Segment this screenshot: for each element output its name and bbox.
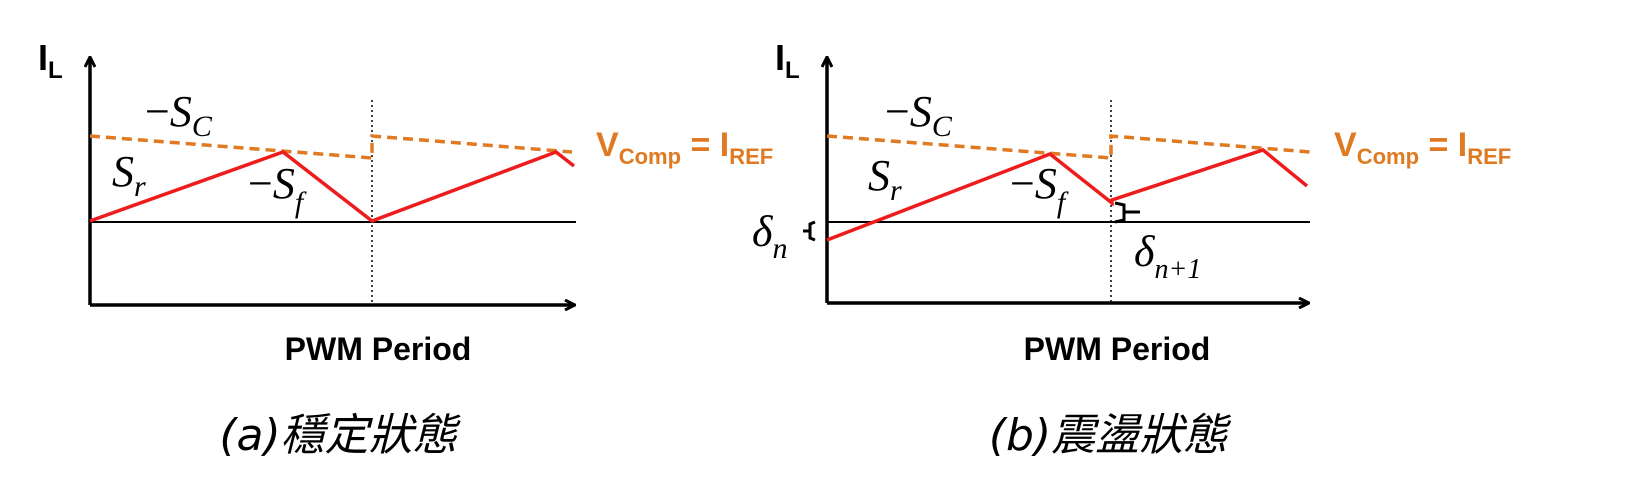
caption-b: (b)震盪狀態 [989,410,1232,461]
sc-label-b: −SC [885,87,953,143]
panel-b: IL −SC Sr −Sf δn δn+1 VComp = IREF PWM P… [752,37,1511,461]
sr-label-b: Sr [868,151,902,207]
delta-n-bracket [803,220,816,242]
inductor-current-a [89,150,576,223]
x-axis-label-a: PWM Period [285,331,472,367]
sf-label-a: −Sf [248,159,307,219]
vcomp-label-b: VComp = IREF [1334,126,1511,169]
y-axis-label-a: IL [38,37,63,84]
delta-n1-label: δn+1 [1134,227,1201,285]
delta-n1-bracket [1114,201,1140,224]
comp-ramp-a [89,134,573,160]
y-axis-label-b: IL [775,37,800,84]
caption-a: (a)穩定狀態 [219,410,461,461]
inductor-current-b [826,148,1309,242]
sr-label-a: Sr [112,147,146,203]
comp-ramp-b [826,134,1311,160]
vcomp-label-a: VComp = IREF [596,126,773,169]
panel-a: IL −SC Sr −Sf VComp = IREF PWM Period (a… [38,37,773,461]
sc-label-a: −SC [145,87,213,143]
sf-label-b: −Sf [1010,159,1069,219]
x-axis-label-b: PWM Period [1024,331,1211,367]
delta-n-label: δn [752,207,787,265]
